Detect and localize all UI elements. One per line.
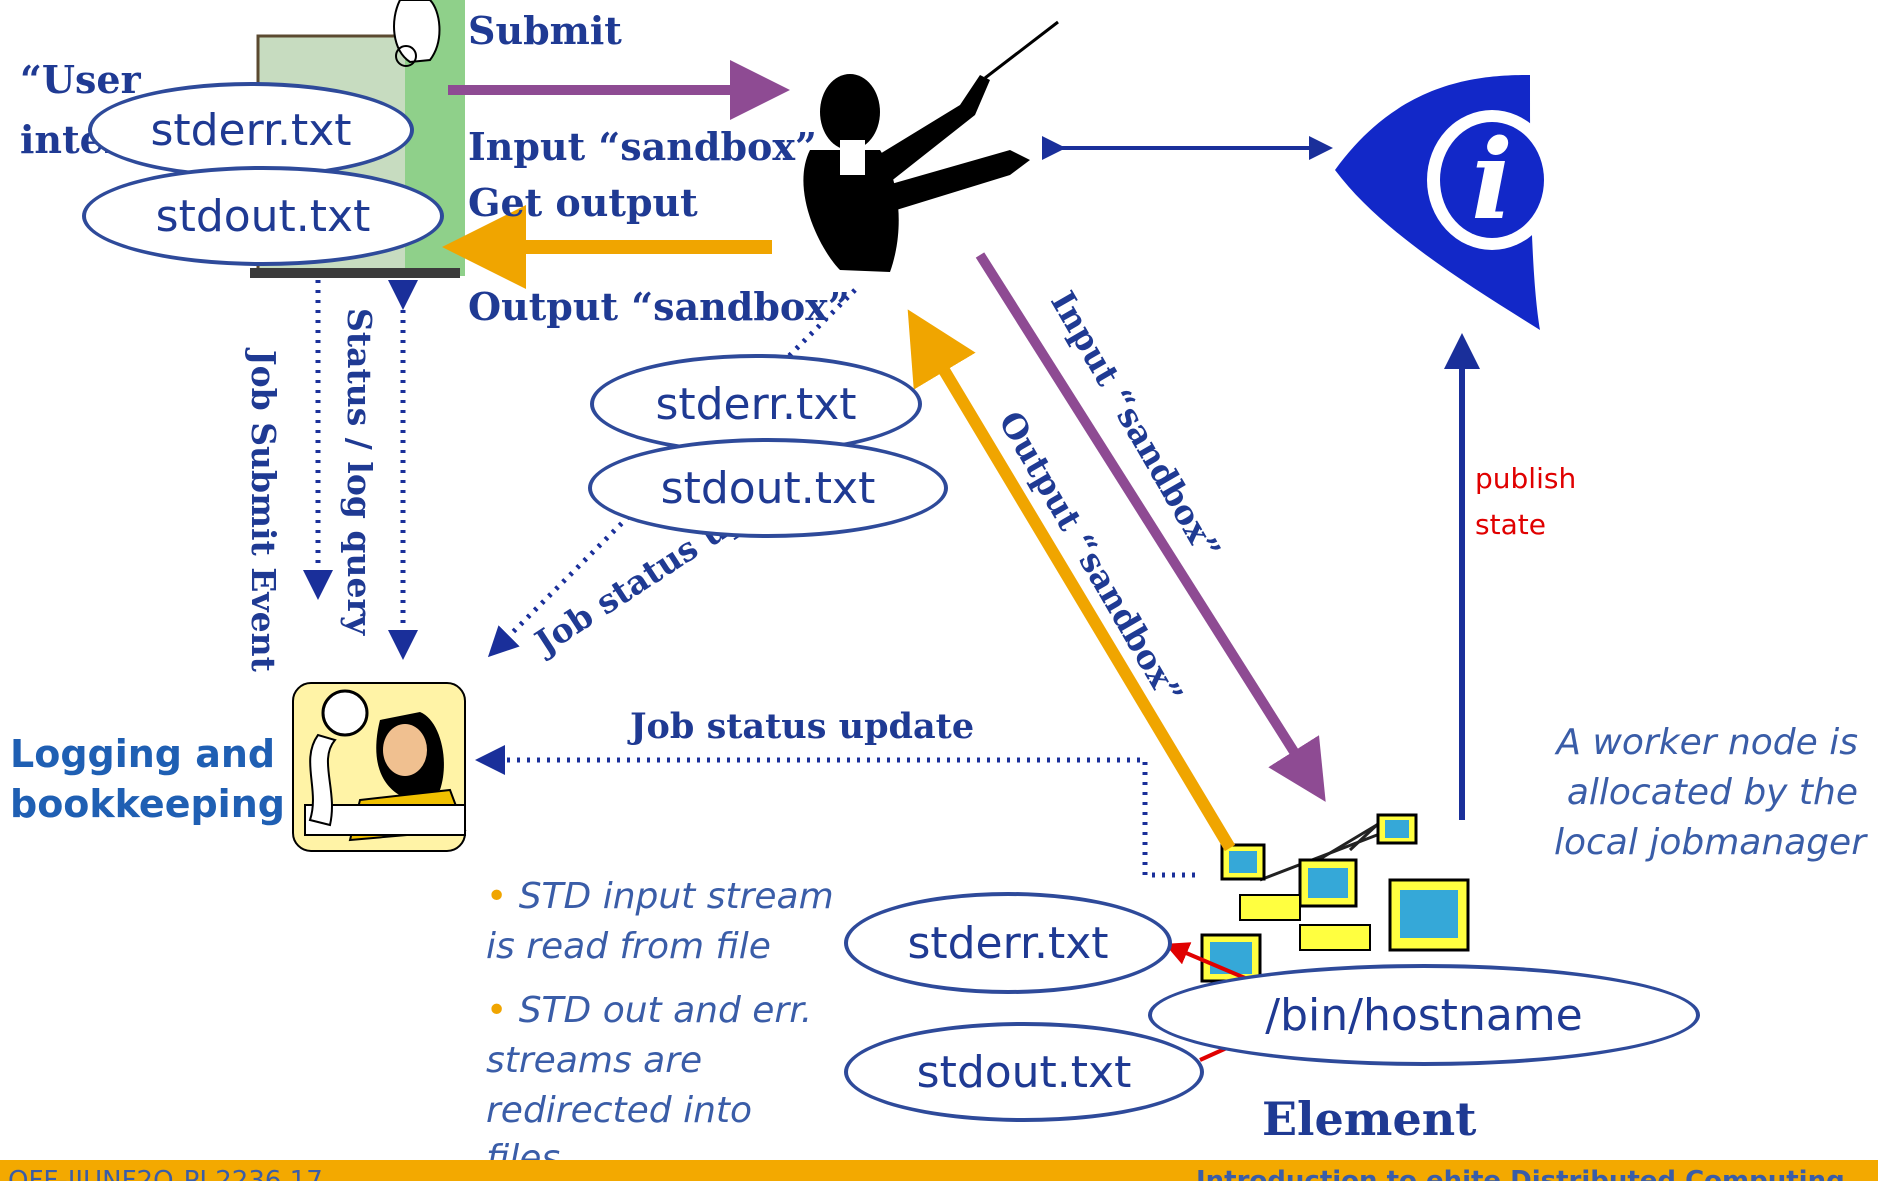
status-log-query-label: Status / log query bbox=[340, 308, 379, 636]
logging-label-line2: bookkeeping bbox=[10, 782, 285, 826]
file-label: stderr.txt bbox=[150, 104, 352, 156]
logging-picture bbox=[292, 682, 467, 852]
footer-bar: OFF-IIUNF2O-PI 2236 17 Introduction to e… bbox=[0, 1160, 1878, 1181]
worker-note-line3: local jobmanager bbox=[1553, 822, 1866, 863]
conductor-picture bbox=[803, 20, 1059, 272]
ce-executable-ellipse: /bin/hostname bbox=[1148, 964, 1700, 1066]
information-service-icon: i bbox=[1335, 75, 1557, 330]
note-bullet-2-line2: streams are bbox=[486, 1040, 703, 1081]
publish-state-label-line1: publish bbox=[1475, 462, 1577, 495]
worker-note-line1: A worker node is bbox=[1556, 722, 1858, 763]
ui-stdout-ellipse: stdout.txt bbox=[82, 166, 444, 266]
ui-stderr-ellipse: stderr.txt bbox=[88, 82, 414, 178]
rb-stdout-ellipse: stdout.txt bbox=[588, 438, 948, 538]
ce-stderr-ellipse: stderr.txt bbox=[844, 892, 1172, 994]
job-submit-event-label: Job Submit Event bbox=[244, 347, 283, 673]
footer-left-text: OFF-IIUNF2O-PI 2236 17 bbox=[8, 1166, 323, 1181]
bullet-dot: • bbox=[486, 990, 519, 1031]
svg-text:i: i bbox=[1471, 115, 1513, 244]
file-label: stderr.txt bbox=[655, 378, 857, 430]
publish-state-label-line2: state bbox=[1475, 508, 1546, 541]
note-bullet-1-line2: is read from file bbox=[486, 926, 771, 967]
logging-label-line1: Logging and bbox=[10, 732, 276, 776]
element-label: Element bbox=[1262, 1092, 1477, 1146]
note-bullet-2-line3: redirected into bbox=[486, 1090, 753, 1131]
get-output-label: Get output bbox=[468, 180, 698, 225]
job-status-update-label: Job status update bbox=[630, 706, 975, 747]
file-label: stdout.txt bbox=[155, 190, 371, 242]
worker-note-line2: allocated by the bbox=[1566, 772, 1858, 813]
submit-label: Submit bbox=[468, 8, 622, 53]
input-sandbox-label: Input “sandbox” bbox=[468, 124, 817, 169]
file-label: stderr.txt bbox=[907, 917, 1109, 969]
note-bullet-2-line1: • STD out and err. bbox=[486, 990, 813, 1031]
stderr-redirect-arrow bbox=[1164, 942, 1246, 980]
file-label: /bin/hostname bbox=[1265, 989, 1583, 1041]
computing-element-picture bbox=[1200, 813, 1470, 983]
output-sandbox-arrow bbox=[907, 309, 1236, 852]
bullet-dot: • bbox=[486, 876, 519, 917]
file-label: stdout.txt bbox=[916, 1046, 1132, 1098]
file-label: stdout.txt bbox=[660, 462, 876, 514]
input-sandbox-arrow bbox=[975, 252, 1326, 802]
note-bullet-1-line1: • STD input stream bbox=[486, 876, 834, 917]
footer-right-text: Introduction to ehite Distributed Comput… bbox=[1196, 1166, 1845, 1181]
ce-stdout-ellipse: stdout.txt bbox=[844, 1022, 1204, 1122]
output-sandbox-label: Output “sandbox” bbox=[468, 284, 850, 329]
job-status-update-ce-arrow bbox=[475, 745, 1195, 878]
